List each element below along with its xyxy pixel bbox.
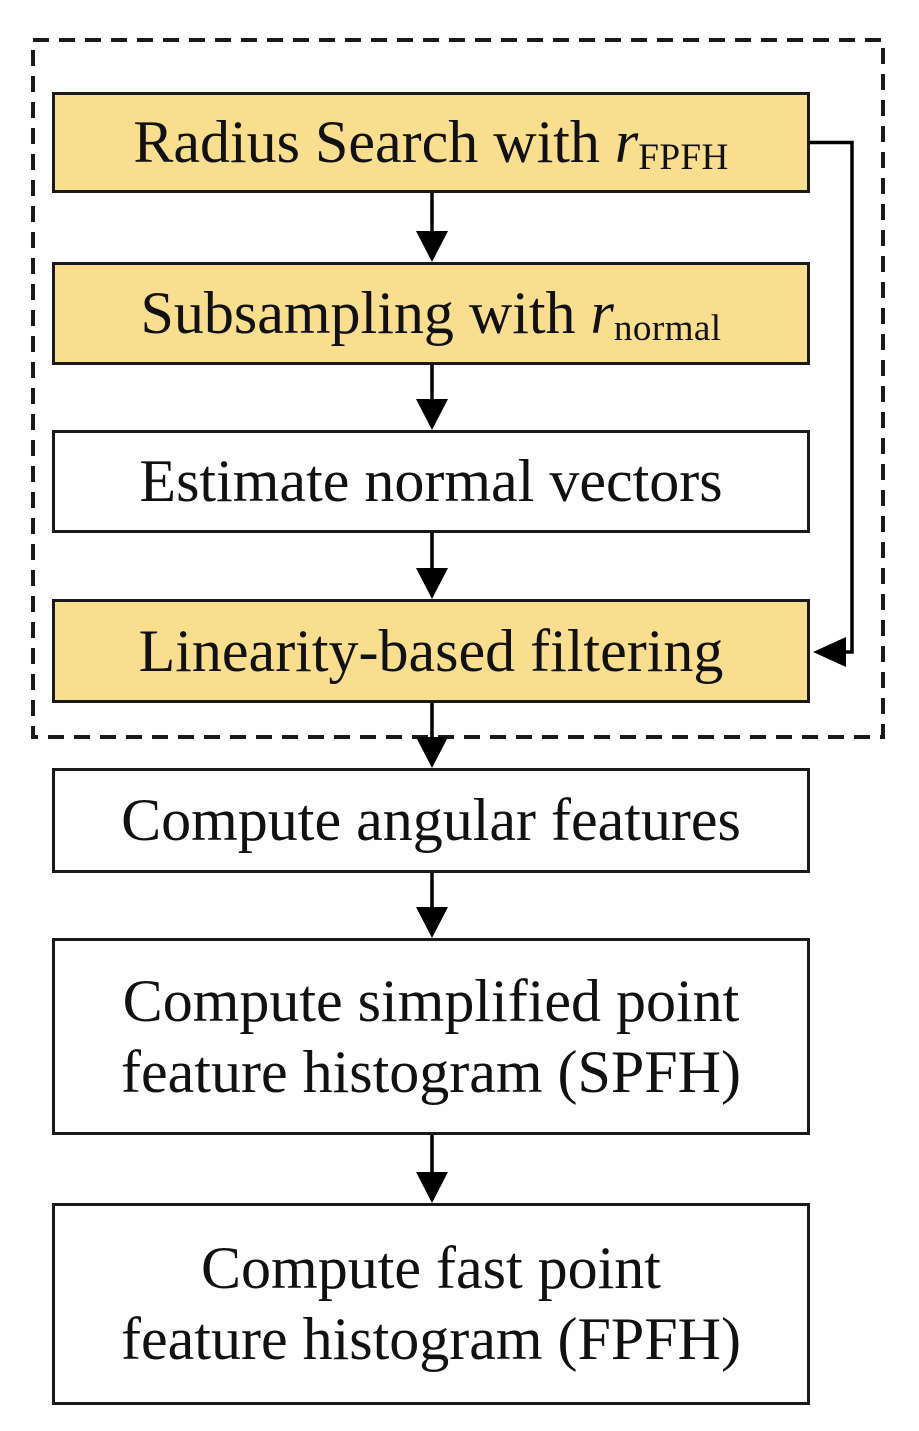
node-label-line2: feature histogram (SPFH) bbox=[121, 1038, 741, 1105]
node-label: Linearity-based filtering bbox=[138, 617, 724, 684]
label-subscript: FPFH bbox=[638, 136, 729, 178]
node-fpfh: Compute fast point feature histogram (FP… bbox=[52, 1203, 810, 1405]
node-label: Compute angular features bbox=[121, 787, 741, 854]
arrow-2-head-icon bbox=[416, 399, 448, 430]
node-label-line1: Compute simplified point bbox=[122, 967, 740, 1034]
node-radius-search: Radius Search with rFPFH bbox=[52, 92, 810, 193]
node-spfh: Compute simplified point feature histogr… bbox=[52, 938, 810, 1135]
label-variable: r bbox=[614, 109, 639, 176]
label-variable: r bbox=[590, 280, 614, 347]
node-label: Radius Search with rFPFH bbox=[133, 107, 728, 178]
arrow-3-head-icon bbox=[416, 568, 448, 599]
node-label-line1: Compute fast point bbox=[201, 1235, 661, 1302]
node-label-line2: feature histogram (FPFH) bbox=[121, 1306, 741, 1372]
arrow-5-head-icon bbox=[416, 907, 448, 938]
feedback-arrowhead-icon bbox=[813, 637, 846, 667]
feedback-connector-line bbox=[810, 140, 854, 654]
down-arrowheads bbox=[416, 231, 448, 1203]
arrow-1-head-icon bbox=[416, 231, 448, 262]
dashed-group-boundary bbox=[31, 38, 885, 739]
node-linearity-filtering: Linearity-based filtering bbox=[52, 599, 810, 703]
node-subsampling: Subsampling with rnormal bbox=[52, 262, 810, 365]
label-subscript: normal bbox=[613, 307, 722, 349]
label-text: Radius Search with bbox=[133, 109, 615, 176]
arrow-6-head-icon bbox=[416, 1172, 448, 1203]
node-angular-features: Compute angular features bbox=[52, 768, 810, 873]
node-label: Estimate normal vectors bbox=[139, 448, 723, 515]
node-estimate-normals: Estimate normal vectors bbox=[52, 430, 810, 533]
label-text: Subsampling with bbox=[140, 280, 591, 347]
arrow-4-head-icon bbox=[416, 737, 448, 768]
node-label: Subsampling with rnormal bbox=[141, 278, 722, 349]
